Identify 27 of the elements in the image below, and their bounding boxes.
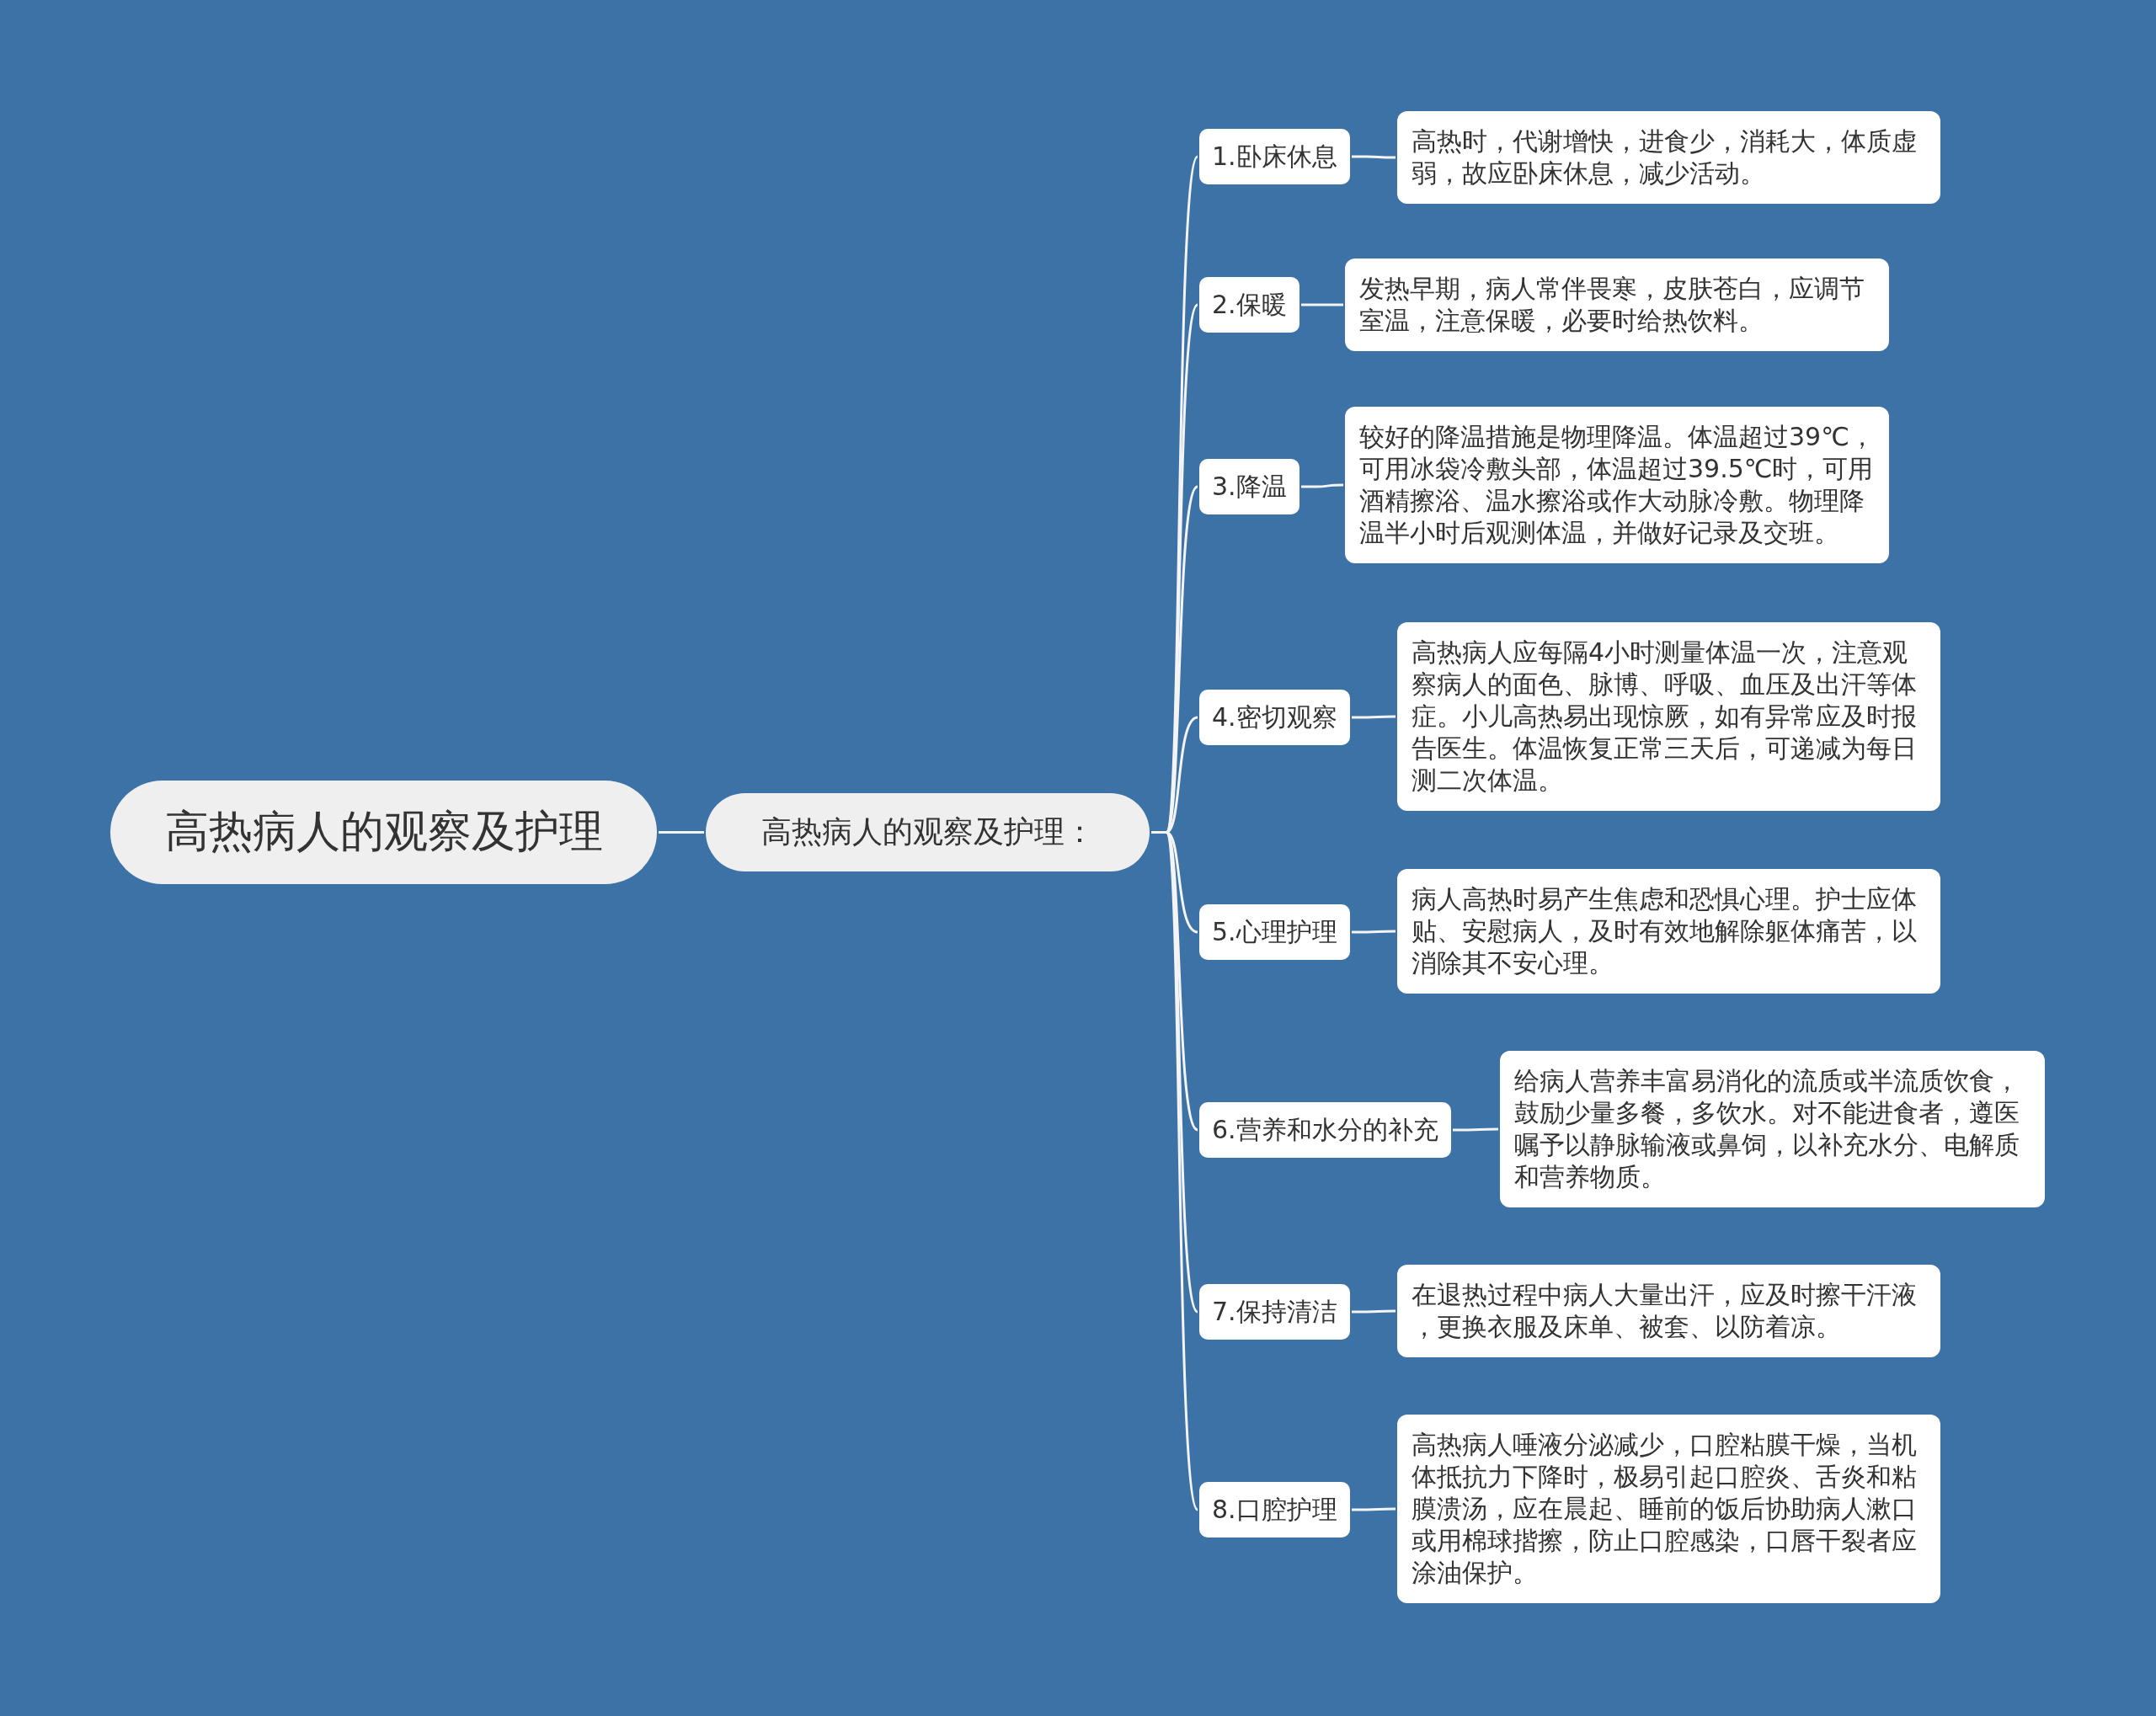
note-box: 高热病人应每隔4小时测量体温一次，注意观察病人的面色、脉博、呼吸、血压及出汗等体症。小儿高热易出现惊厥，如有异常应及时报告医生。体温恢复正常三天后，可递减为每日测二次体温。: [1397, 622, 1940, 811]
subtopic: 1.卧床休息: [1199, 129, 1350, 184]
subtopic: 5.心理护理: [1199, 904, 1350, 960]
note-box: 病人高热时易产生焦虑和恐惧心理。护士应体贴、安慰病人，及时有效地解除躯体痛苦，以消除其不安心理。: [1397, 869, 1940, 994]
subtopic: 4.密切观察: [1199, 690, 1350, 745]
note-box: 高热病人唾液分泌减少，口腔粘膜干燥，当机体抵抗力下降时，极易引起口腔炎、舌炎和粘膜溃汤，应在晨起、睡前的饭后协助病人漱口或用棉球揩擦，防止口腔感染，口唇干裂者应涂油保护。: [1397, 1415, 1940, 1603]
note-box: 较好的降温措施是物理降温。体温超过39℃，可用冰袋冷敷头部，体温超过39.5℃时，可用酒精擦浴、温水擦浴或作大动脉冷敷。物理降温半小时后观测体温，并做好记录及交班。: [1345, 407, 1889, 563]
root-topic: 高热病人的观察及护理: [110, 780, 657, 884]
note-box: 在退热过程中病人大量出汗，应及时擦干汗液，更换衣服及床单、被套、以防着凉。: [1397, 1265, 1940, 1357]
connector-line: [1352, 1309, 1396, 1314]
subtopic: 6.营养和水分的补充: [1199, 1102, 1451, 1158]
connector-line: [659, 831, 704, 834]
connector-line: [1301, 303, 1343, 306]
main-topic: 高热病人的观察及护理：: [706, 792, 1150, 871]
note-box: 给病人营养丰富易消化的流质或半流质饮食，鼓励少量多餐，多饮水。对不能进食者，遵医嘱予以静脉输液或鼻饲，以补充水分、电解质和营养物质。: [1500, 1051, 2045, 1207]
connector-line: [1352, 1507, 1396, 1511]
connector-line: [1352, 930, 1396, 934]
connector-line: [1352, 715, 1396, 719]
subtopic: 2.保暖: [1199, 277, 1299, 333]
subtopic: 7.保持清洁: [1199, 1284, 1350, 1340]
note-box: 高热时，代谢增快，进食少，消耗大，体质虚弱，故应卧床休息，减少活动。: [1397, 111, 1940, 204]
subtopic: 3.降温: [1199, 459, 1299, 514]
subtopic: 8.口腔护理: [1199, 1482, 1350, 1537]
connector-line: [1352, 155, 1396, 159]
connector-line: [1453, 1127, 1498, 1132]
connector-line: [1301, 483, 1343, 488]
note-box: 发热早期，病人常伴畏寒，皮肤苍白，应调节室温，注意保暖，必要时给热饮料。: [1345, 258, 1889, 351]
